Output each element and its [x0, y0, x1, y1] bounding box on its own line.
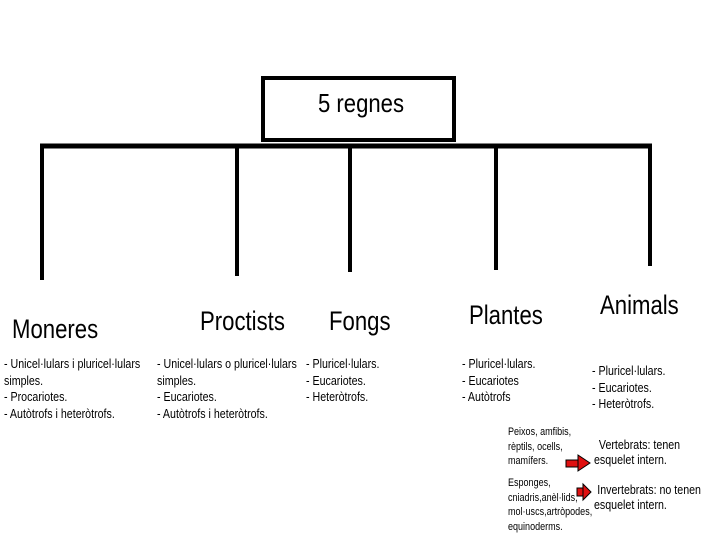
- root-title: 5 regnes: [318, 88, 405, 118]
- kingdom-desc-moneres: - Unicel·lulars i pluricel·lulars simple…: [4, 356, 140, 422]
- kingdom-name-fongs: Fongs: [329, 306, 391, 336]
- example-line: Peixos, amfibis,: [508, 426, 572, 438]
- kingdom-name-plantes: Plantes: [469, 300, 543, 330]
- desc-line: - Autòtrofs: [462, 389, 511, 404]
- desc-line: simples.: [157, 372, 197, 388]
- invertebrates-definition: Invertebrats: no tenen esquelet intern.: [594, 482, 701, 512]
- desc-line: simples.: [4, 372, 44, 388]
- kingdom-desc-proctists: - Unicel·lulars o pluricel·lulars simple…: [157, 356, 297, 422]
- desc-line: - Pluricel·lulars.: [306, 356, 380, 371]
- desc-line: - Procariotes.: [4, 389, 68, 404]
- vertebrate-examples: Peixos, amfibis, rèptils, ocells, mamífe…: [508, 425, 571, 469]
- definition-line: esquelet intern.: [594, 497, 667, 512]
- desc-line: - Eucariotes.: [306, 372, 366, 388]
- desc-line: - Eucariotes.: [157, 389, 217, 404]
- definition-line: esquelet intern.: [594, 452, 667, 467]
- kingdom-desc-plantes: - Pluricel·lulars. - Eucariotes - Autòtr…: [462, 356, 535, 406]
- desc-line: - Autòtrofs i heteròtrofs.: [157, 405, 268, 421]
- example-line: rèptils, ocells,: [508, 440, 563, 453]
- example-line: cniadris,anèl·lids,: [508, 491, 578, 504]
- desc-line: - Heteròtrofs.: [592, 396, 655, 411]
- invertebrate-examples: Esponges, cniadris,anèl·lids, mol·uscs,a…: [508, 476, 592, 534]
- kingdom-desc-fongs: - Pluricel·lulars. - Eucariotes. - Heter…: [306, 356, 379, 406]
- desc-line: - Unicel·lulars o pluricel·lulars: [157, 356, 297, 371]
- example-line: equinoderms.: [508, 520, 563, 533]
- definition-line: Invertebrats: no tenen: [597, 482, 701, 497]
- desc-line: - Eucariotes.: [592, 379, 652, 395]
- desc-line: - Unicel·lulars i pluricel·lulars: [4, 356, 141, 371]
- desc-line: - Eucariotes: [462, 372, 519, 388]
- kingdom-name-animals: Animals: [600, 290, 679, 320]
- example-line: mamífers.: [508, 455, 549, 467]
- definition-line: Vertebrats: tenen: [598, 437, 681, 452]
- example-line: mol·uscs,artròpodes,: [508, 506, 593, 518]
- arrow-invertebrates: [576, 482, 592, 502]
- example-line: Esponges,: [508, 477, 551, 489]
- kingdom-name-proctists: Proctists: [200, 306, 285, 336]
- desc-line: - Pluricel·lulars.: [592, 363, 666, 378]
- desc-line: - Autòtrofs i heteròtrofs.: [4, 405, 115, 421]
- vertebrates-definition: Vertebrats: tenen esquelet intern.: [594, 437, 680, 467]
- desc-line: - Heteròtrofs.: [306, 389, 369, 404]
- kingdom-desc-animals: - Pluricel·lulars. - Eucariotes. - Heter…: [592, 363, 665, 413]
- root-box: [261, 76, 456, 142]
- kingdom-name-moneres: Moneres: [12, 314, 99, 344]
- arrow-vertebrates: [565, 454, 591, 472]
- desc-line: - Pluricel·lulars.: [462, 356, 536, 371]
